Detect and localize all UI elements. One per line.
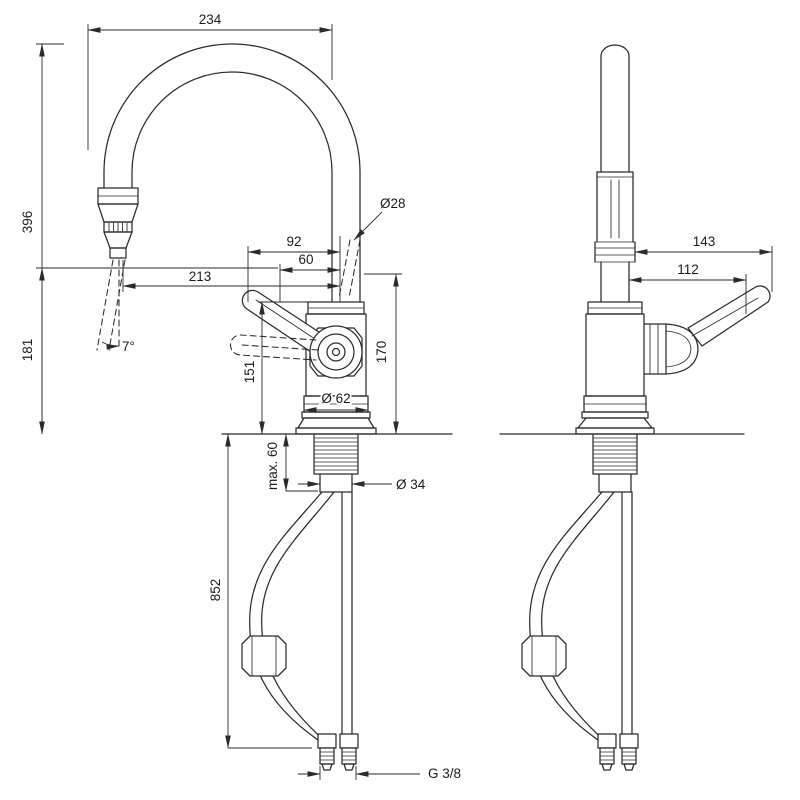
- dim-label-396: 396: [20, 211, 35, 234]
- dim-spout-reach-234: 234: [87, 10, 333, 150]
- dim-label-d34: Ø 34: [396, 477, 426, 492]
- dim-label-234: 234: [199, 12, 222, 27]
- dim-hose-length-852: 852: [206, 433, 312, 749]
- side-base: [499, 417, 745, 435]
- dim-total-height-396: 396: [18, 43, 64, 435]
- dim-label-d28: Ø28: [380, 196, 406, 211]
- dim-label-151: 151: [242, 361, 257, 384]
- side-handle: [643, 285, 771, 375]
- front-base: [221, 417, 453, 435]
- dim-label-92: 92: [286, 234, 301, 249]
- dim-label-60: 60: [298, 252, 313, 267]
- side-body: [581, 285, 771, 419]
- dim-label-852: 852: [208, 579, 223, 602]
- front-connectors: [317, 733, 359, 771]
- side-spout-column: [594, 44, 636, 303]
- dim-offset-60: 60: [279, 250, 341, 302]
- dim-offset-92: 92: [247, 232, 341, 302]
- side-view: [499, 44, 771, 771]
- dim-base-diameter-62: Ø 62: [303, 389, 369, 413]
- dim-outlet-height-181: 181: [18, 267, 278, 434]
- dim-spout-diameter-28: Ø28: [353, 194, 407, 241]
- side-hoses: [529, 491, 633, 745]
- front-shank: [313, 433, 359, 493]
- handle-alt-position: [229, 334, 319, 361]
- dim-side-width-143: 143: [634, 232, 773, 292]
- dim-height-151: 151: [240, 301, 310, 435]
- dimensions: 234 396 181 Ø28 92 60: [18, 10, 773, 783]
- dim-hole-diameter-34: Ø 34: [298, 475, 428, 494]
- dim-offset-213: 213: [122, 260, 341, 292]
- dim-spray-angle-7: 7°: [101, 337, 137, 356]
- dim-label-g38: G 3/8: [428, 766, 461, 781]
- front-spray-head: [97, 187, 139, 259]
- front-view: [96, 43, 453, 771]
- hose-weight-side: [521, 635, 567, 677]
- dim-label-max60: max. 60: [265, 442, 280, 490]
- dim-label-112: 112: [677, 262, 699, 277]
- dim-label-213: 213: [189, 269, 212, 284]
- dim-side-width-112: 112: [628, 260, 747, 314]
- dim-thread-g38: G 3/8: [298, 764, 463, 783]
- front-spout: [103, 43, 361, 303]
- dim-label-d62: Ø 62: [321, 391, 350, 406]
- hose-weight-front: [241, 635, 287, 677]
- front-hoses: [249, 491, 353, 745]
- dim-max-thickness-60: max. 60: [263, 433, 318, 492]
- dim-label-170: 170: [374, 341, 389, 364]
- side-handle-lever: [687, 285, 771, 347]
- spray-stream: [96, 259, 126, 351]
- handle-lever: [241, 289, 323, 355]
- dim-label-143: 143: [693, 234, 716, 249]
- dim-label-7deg: 7°: [122, 339, 135, 354]
- side-shank: [592, 433, 638, 493]
- dim-label-181: 181: [20, 339, 35, 362]
- side-connectors: [597, 733, 639, 771]
- dim-height-170: 170: [364, 273, 402, 435]
